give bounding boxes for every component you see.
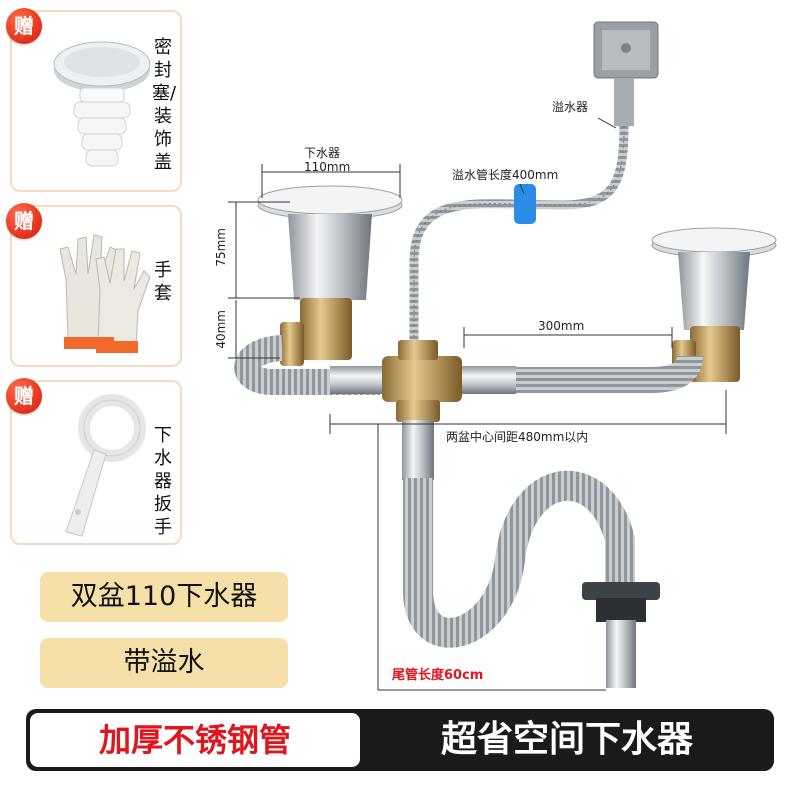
tail-pipe bbox=[606, 620, 636, 688]
blue-clip bbox=[514, 184, 536, 224]
brass-tee bbox=[382, 356, 462, 402]
overflow-device-label: 溢水器 bbox=[552, 100, 589, 114]
gift-card-gloves: 赠 手套 bbox=[6, 203, 182, 367]
drain-assembly-diagram bbox=[228, 21, 777, 691]
gift-label-wrench: 下水器扳手 bbox=[154, 425, 172, 538]
gift-label-stopper: 密封塞/装饰盖 bbox=[152, 37, 177, 173]
drain-width-label: 110mm bbox=[304, 160, 351, 174]
overflow-hose-length-label: 溢水管长度400mm bbox=[452, 168, 559, 182]
basin-center-distance-label: 两盆中心间距480mm以内 bbox=[446, 430, 589, 444]
gift-card-wrench: 赠 下水器扳手 bbox=[6, 378, 182, 545]
gift-badge: 赠 bbox=[6, 8, 42, 44]
sink-stopper-cap-icon bbox=[53, 41, 151, 167]
right-drain-body bbox=[678, 252, 750, 330]
model-label: 双盆110下水器 bbox=[40, 572, 288, 622]
bottom-banner: 加厚不锈钢管 超省空间下水器 bbox=[26, 709, 774, 771]
right-brass-nut bbox=[690, 326, 740, 382]
overflow-label: 带溢水 bbox=[40, 638, 288, 688]
left-drain-body bbox=[288, 214, 372, 300]
outlet-flange bbox=[582, 582, 660, 600]
gift-badge: 赠 bbox=[6, 203, 42, 239]
thick-steel-pipe-label: 加厚不锈钢管 bbox=[30, 713, 360, 767]
overflow-device-neck bbox=[614, 78, 634, 126]
left-brass-nut bbox=[300, 298, 352, 360]
tail-pipe-length-label: 尾管长度60cm bbox=[392, 668, 484, 683]
pipe-length-label: 300mm bbox=[538, 319, 585, 333]
vertical-chrome-pipe bbox=[402, 420, 434, 480]
work-gloves-icon bbox=[59, 234, 151, 353]
height-top-label: 75mm bbox=[214, 228, 228, 267]
s-trap-corrugated-pipe bbox=[403, 470, 635, 648]
gift-badge: 赠 bbox=[6, 378, 42, 414]
dimension-lines bbox=[228, 117, 727, 691]
right-corrugated-pipe bbox=[516, 354, 703, 393]
overflow-hose bbox=[409, 125, 629, 360]
drain-wrench-icon bbox=[65, 394, 146, 537]
gift-label-gloves: 手套 bbox=[154, 260, 172, 304]
height-bottom-label: 40mm bbox=[214, 310, 228, 349]
drain-title-label: 下水器 bbox=[304, 146, 341, 160]
gift-card-stopper: 赠 密封塞/装饰盖 bbox=[6, 8, 182, 192]
left-corrugated-elbow bbox=[234, 335, 380, 395]
space-saving-drain-label: 超省空间下水器 bbox=[440, 719, 693, 760]
